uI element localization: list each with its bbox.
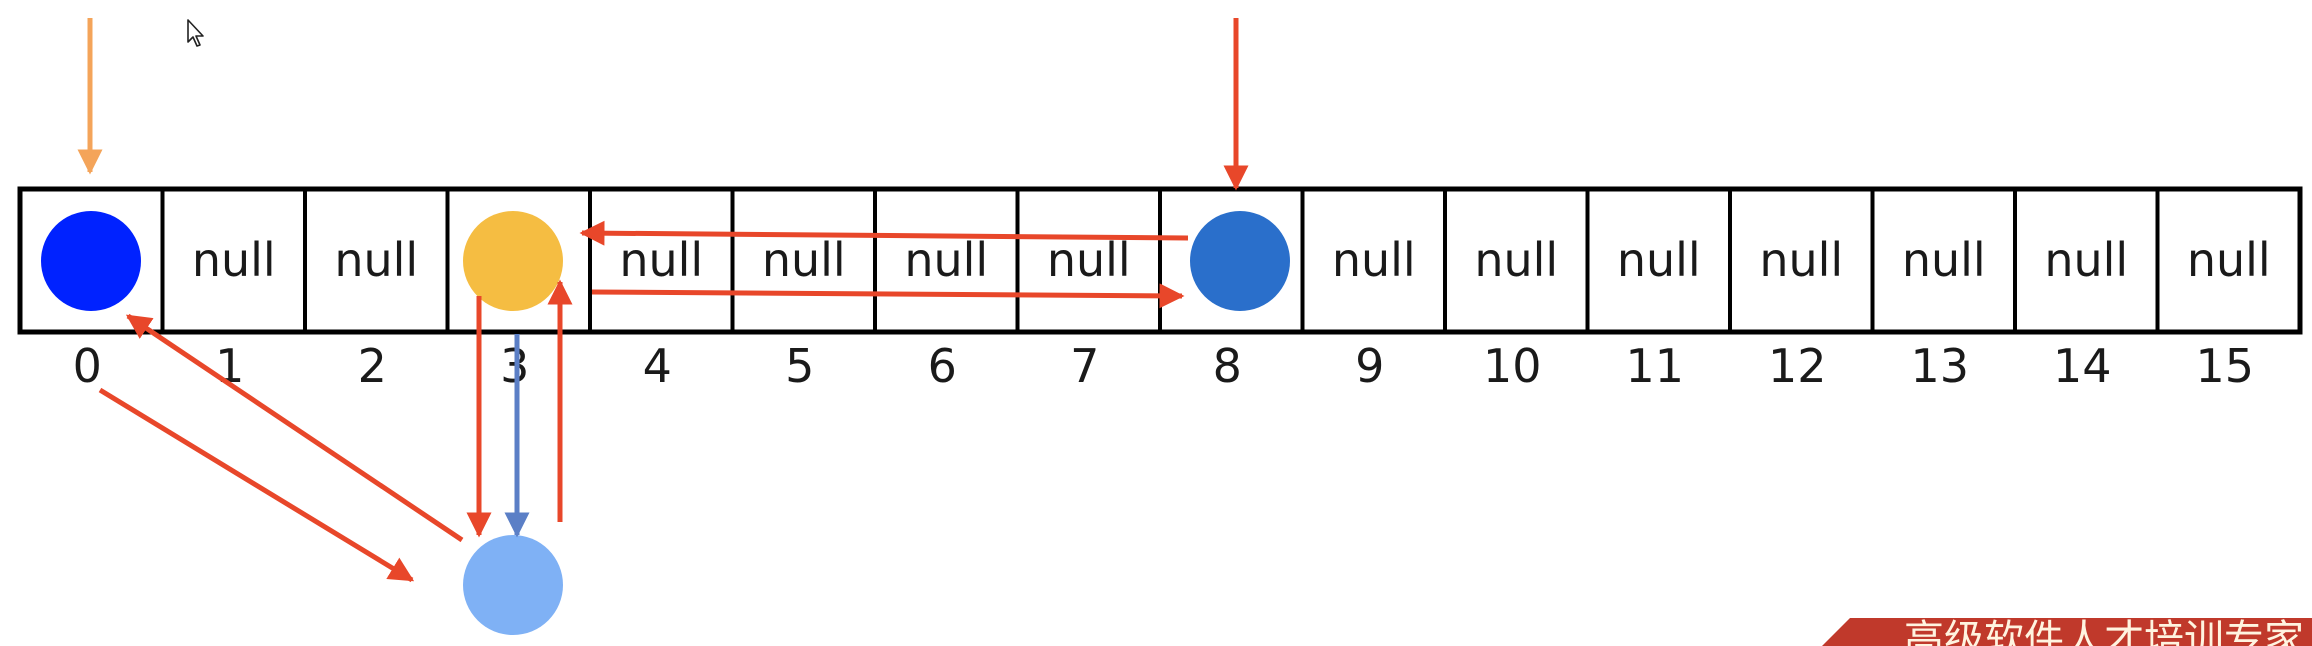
array-index-7: 7	[1070, 339, 1099, 393]
array-cell-1-label: null	[192, 233, 276, 287]
node-slot-3	[463, 211, 563, 311]
arrow-slot0-to-lower	[98, 387, 415, 583]
array-cell-5-label: null	[762, 233, 846, 287]
node-below-slot-3	[463, 535, 563, 635]
array-cells	[17, 186, 2303, 335]
array-cell-6-label: null	[904, 233, 988, 287]
array-cell-2-label: null	[334, 233, 418, 287]
array-index-9: 9	[1355, 339, 1384, 393]
array-cell-4-label: null	[619, 233, 703, 287]
array-index-14: 14	[2053, 339, 2112, 393]
array-cell-13-label: null	[1902, 233, 1986, 287]
array-cell-12-label: null	[1759, 233, 1843, 287]
array-index-11: 11	[1625, 339, 1684, 393]
array-index-2: 2	[358, 339, 387, 393]
array-cell-14-label: null	[2044, 233, 2128, 287]
array-cell-labels: null null null null null null null null null null…	[192, 233, 2271, 287]
brand-banner: 高级软件人才培训专家	[1822, 618, 2312, 646]
array-index-15: 15	[2195, 339, 2254, 393]
node-slot-8	[1190, 211, 1290, 311]
array-index-4: 4	[643, 339, 672, 393]
array-index-12: 12	[1768, 339, 1827, 393]
array-cell-9-label: null	[1332, 233, 1416, 287]
array-cell-15-label: null	[2187, 233, 2271, 287]
array-index-5: 5	[785, 339, 814, 393]
brand-banner-text: 高级软件人才培训专家	[1904, 618, 2304, 646]
arrow-lower-to-slot0	[125, 313, 464, 543]
array-index-labels: 0123456789101112131415	[73, 339, 2254, 393]
array-index-10: 10	[1483, 339, 1542, 393]
node-slot-0	[41, 211, 141, 311]
arrow-slot3-to-slot8	[591, 283, 1185, 309]
array-index-6: 6	[928, 339, 957, 393]
arrow-slot8-to-slot3	[579, 220, 1189, 246]
array-cell-11-label: null	[1617, 233, 1701, 287]
array-cell-10-label: null	[1474, 233, 1558, 287]
array-index-13: 13	[1910, 339, 1969, 393]
array-index-8: 8	[1213, 339, 1242, 393]
array-index-0: 0	[73, 339, 102, 393]
array-cell-7-label: null	[1047, 233, 1131, 287]
mouse-pointer-icon	[187, 19, 204, 47]
